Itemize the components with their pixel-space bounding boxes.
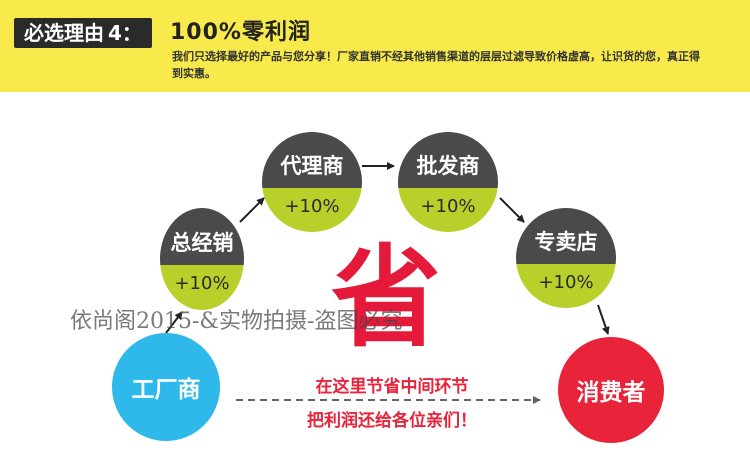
wholesaler-markup: +10% <box>398 188 498 232</box>
watermark-text: 依尚阁2015-&实物拍摄-盗图必究 <box>70 309 403 334</box>
reason-description: 我们只选择最好的产品与您分享！厂家直销不经其他销售渠道的层层过滤导致价格虚高，让… <box>172 50 700 80</box>
agent-label: 代理商 <box>262 132 362 188</box>
reason-badge-label: 必选理由 <box>24 21 104 45</box>
general-seller-markup: +10% <box>160 265 244 310</box>
wholesaler-label: 批发商 <box>398 132 498 188</box>
arrow-general-to-agent <box>239 197 265 223</box>
reason-title: 100%零利润 <box>170 20 311 45</box>
retailer-label: 专卖店 <box>516 208 616 264</box>
slogan-line-2: 把利润还给各位亲们！ <box>307 411 477 431</box>
agent-markup: +10% <box>262 188 362 232</box>
retailer-node: 专卖店 +10% <box>516 208 616 308</box>
save-character: 省 <box>331 234 441 362</box>
general-seller-label: 总经销 <box>160 208 244 266</box>
slogan-line-1: 在这里节省中间环节 <box>315 377 469 397</box>
arrow-factory-to-general <box>165 311 183 334</box>
reason-badge-number: 4： <box>108 21 142 45</box>
retailer-markup: +10% <box>516 264 616 308</box>
factory-node: 工厂商 <box>112 333 220 441</box>
general-seller-node: 总经销 +10% <box>160 208 244 310</box>
consumer-node: 消费者 <box>558 337 664 443</box>
agent-node: 代理商 +10% <box>262 132 362 232</box>
wholesaler-node: 批发商 +10% <box>398 132 498 232</box>
arrow-retailer-to-consumer <box>597 304 610 335</box>
